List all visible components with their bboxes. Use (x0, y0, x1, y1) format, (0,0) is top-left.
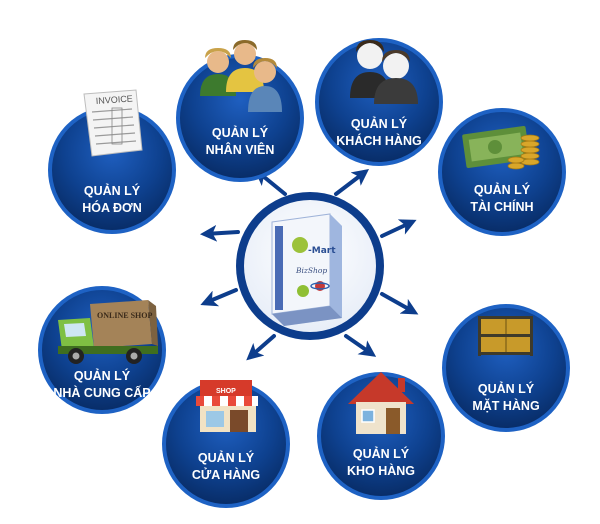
label-kho-hang-line1: QUẢN LÝ (353, 446, 410, 461)
label-tai-chinh-line2: TÀI CHÍNH (470, 199, 533, 214)
arrow-khach-hang (336, 172, 365, 194)
label-nhan-vien-line2: NHÂN VIÊN (206, 142, 275, 157)
arrow-hoa-don (205, 232, 238, 234)
label-hoa-don-line2: HÓA ĐƠN (82, 200, 142, 215)
shop-icon-text: SHOP (216, 388, 236, 395)
truck-icon-text: ONLINE SHOP (97, 311, 152, 320)
center-node: -Mart BizShop (236, 192, 384, 340)
label-khach-hang-line1: QUẢN LÝ (351, 116, 408, 131)
goods-crates-icon (478, 316, 533, 356)
label-nha-cung-cap-line2: NHÀ CUNG CẤP (53, 385, 150, 400)
label-nha-cung-cap-line1: QUẢN LÝ (74, 368, 131, 383)
label-mat-hang-line1: QUẢN LÝ (478, 381, 535, 396)
arrow-mat-hang (382, 294, 414, 312)
label-mat-hang-line2: MẶT HÀNG (472, 398, 539, 413)
box-brand-text: -Mart (308, 246, 336, 256)
label-khach-hang-line2: KHÁCH HÀNG (336, 133, 421, 148)
label-kho-hang-line2: KHO HÀNG (347, 463, 415, 478)
arrow-nha-cung-cap (205, 290, 236, 303)
label-tai-chinh-line1: QUẢN LÝ (474, 182, 531, 197)
arrow-cua-hang (250, 336, 274, 357)
node-tai-chinh (440, 110, 564, 234)
label-nhan-vien-line1: QUẢN LÝ (212, 125, 269, 140)
arrow-kho-hang (346, 336, 372, 354)
label-hoa-don-line1: QUẢN LÝ (84, 183, 141, 198)
label-cua-hang-line2: CỬA HÀNG (192, 467, 260, 482)
arrow-tai-chinh (382, 222, 412, 236)
label-cua-hang-line1: QUẢN LÝ (198, 450, 255, 465)
box-sub-text: BizShop (295, 266, 327, 275)
